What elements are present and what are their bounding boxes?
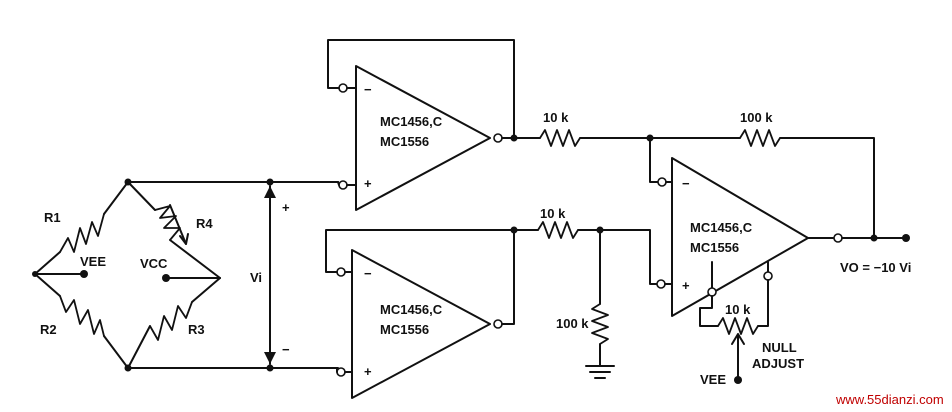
opamp-bottom-minus: − (364, 266, 372, 281)
label-bottom-10k: 10 k (540, 206, 566, 221)
opamp-output: − + MC1456,C MC1556 (599, 137, 910, 317)
opamp-output-label-1: MC1456,C (690, 220, 753, 235)
null-adjust-network: 10 k NULL ADJUST VEE (699, 279, 804, 387)
resistor-top-10k: 10 k (513, 110, 654, 147)
opamp-bottom: − + MC1456,C MC1556 (325, 226, 518, 399)
opamp-top-label-1: MC1456,C (380, 114, 443, 129)
label-output: VO = −10 Vi (840, 260, 911, 275)
resistor-feedback-100k: 100 k (649, 110, 875, 239)
watermark-text: www.55dianzi.com (835, 392, 944, 407)
resistor-r3 (127, 277, 221, 369)
bridge-left-node (32, 271, 38, 277)
input-wiring: + − Vi (127, 178, 339, 372)
vi-minus-sign: − (282, 342, 290, 357)
resistor-r4 (127, 181, 221, 279)
label-ground-100k: 100 k (556, 316, 589, 331)
opamp-bottom-label-1: MC1456,C (380, 302, 443, 317)
opamp-output-plus: + (682, 278, 690, 293)
opamp-top-minus: − (364, 82, 372, 97)
label-vi: Vi (250, 270, 262, 285)
label-null: NULL (762, 340, 797, 355)
vcc-node (162, 274, 170, 282)
label-top-10k: 10 k (543, 110, 569, 125)
label-feedback-100k: 100 k (740, 110, 773, 125)
resistor-bottom-10k: 10 k (513, 206, 604, 239)
label-r4: R4 (196, 216, 213, 231)
resistor-ground-100k: 100 k (556, 229, 615, 379)
label-adjust: ADJUST (752, 356, 804, 371)
label-r2: R2 (40, 322, 57, 337)
opamp-top-label-2: MC1556 (380, 134, 429, 149)
vee-node (80, 270, 88, 278)
label-vee: VEE (80, 254, 106, 269)
bridge-network: R1 R2 R3 R4 VEE VCC (32, 178, 221, 372)
opamp-bottom-plus: + (364, 364, 372, 379)
label-r3: R3 (188, 322, 205, 337)
opamp-output-label-2: MC1556 (690, 240, 739, 255)
vi-plus-sign: + (282, 200, 290, 215)
label-null-vee: VEE (700, 372, 726, 387)
resistor-r1 (34, 181, 129, 275)
resistor-r2 (34, 273, 129, 369)
opamp-top: − + MC1456,C MC1556 (327, 39, 518, 211)
label-r1: R1 (44, 210, 61, 225)
label-vcc: VCC (140, 256, 168, 271)
opamp-bottom-label-2: MC1556 (380, 322, 429, 337)
label-null-pot: 10 k (725, 302, 751, 317)
opamp-output-minus: − (682, 176, 690, 191)
opamp-top-plus: + (364, 176, 372, 191)
